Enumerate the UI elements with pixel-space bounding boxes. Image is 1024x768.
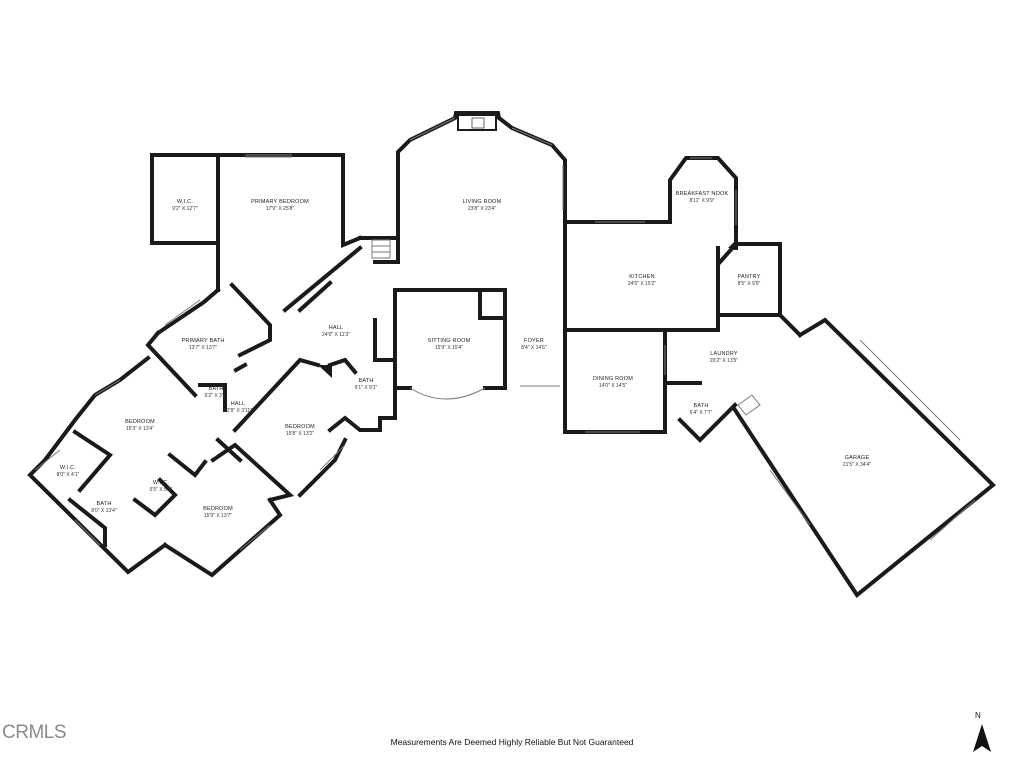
room-dimensions: 8'0" X 13'4" [91,508,117,514]
room-bath-bed1: BATH 8'0" X 13'4" [91,501,117,514]
walls-kitchen [563,156,782,432]
room-dimensions: 13'7" X 13'7" [189,345,217,351]
room-dimensions: 22'9" X 3'11" [224,408,252,414]
room-dimensions: 6'2" X 3'1" [205,393,228,399]
room-wic-primary: W.I.C. 9'2" X 12'7" [172,199,198,212]
room-label: BREAKFAST NOOK [676,191,729,197]
room-dimensions: 23'8" X 23'4" [468,206,496,212]
room-bedroom-2: BEDROOM 15'8" X 13'2" [285,424,315,437]
room-wic-bed1: W.I.C. 8'0" X 4'1" [57,465,80,478]
room-dimensions: 9'1" X 9'1" [355,385,378,391]
room-dimensions: 6'4" X 7'7" [690,410,713,416]
room-label: GARAGE [845,455,870,461]
room-garage: GARAGE 21'5" X 34'4" [843,455,871,468]
room-label: W.I.C. [177,199,193,205]
room-label: BATH [208,386,223,392]
room-dimensions: 21'5" X 34'4" [843,462,871,468]
room-wic-bed3: W.I.C. 5'5" X 5'5" [150,480,173,493]
room-dimensions: 5'5" X 5'5" [150,487,173,493]
north-arrow-icon [973,724,991,752]
room-label: DINING ROOM [593,376,633,382]
room-primary-bedroom: PRIMARY BEDROOM 17'9" X 25'8" [251,199,309,212]
room-dimensions: 8'4" X 14'6" [521,345,547,351]
room-label: W.I.C. [60,465,76,471]
room-dining-room: DINING ROOM 14'0" X 14'5" [593,376,633,389]
room-dimensions: 24'0" X 11'3" [322,332,350,338]
walls-primary-wing [150,153,363,336]
room-pantry: PANTRY 8'5" X 9'9" [737,274,760,287]
room-label: HALL [329,325,344,331]
room-bath-laundry: BATH 6'4" X 7'7" [690,403,713,416]
room-breakfast-nook: BREAKFAST NOOK 8'11" X 9'9" [676,191,729,204]
room-label: BATH [96,501,111,507]
room-label: BEDROOM [285,424,315,430]
walls-hall [198,236,400,433]
room-bedroom-1: BEDROOM 15'3" X 13'4" [125,419,155,432]
room-label: PRIMARY BATH [181,338,224,344]
room-kitchen: KITCHEN 24'5" X 15'2" [628,274,656,287]
room-label: KITCHEN [629,274,655,280]
room-label: FOYER [524,338,544,344]
room-dimensions: 8'5" X 9'9" [738,281,761,287]
room-dimensions: 8'0" X 4'1" [57,472,80,478]
room-dimensions: 17'9" X 25'8" [266,206,294,212]
room-label: BEDROOM [125,419,155,425]
room-label: BATH [693,403,708,409]
room-living-room: LIVING ROOM 23'8" X 23'4" [463,199,502,212]
room-foyer: FOYER 8'4" X 14'6" [521,338,547,351]
crmls-logo: CRMLS [2,722,67,743]
room-sitting-room: SITTING ROOM 15'9" X 15'4" [428,338,471,351]
measurement-disclaimer: Measurements Are Deemed Highly Reliable … [390,737,634,747]
room-dimensions: 14'0" X 14'5" [599,383,627,389]
room-laundry: LAUNDRY 20'2" X 13'5" [710,351,738,364]
room-label: BATH [358,378,373,384]
room-label: PANTRY [737,274,760,280]
room-dimensions: 8'11" X 9'9" [689,198,714,204]
room-primary-bath: PRIMARY BATH 13'7" X 13'7" [181,338,224,351]
room-dimensions: 15'9" X 13'7" [204,513,232,519]
room-bedroom-3: BEDROOM 15'9" X 13'7" [203,506,233,519]
walls-sitting-foyer [373,288,560,400]
room-hall-main: HALL 24'0" X 11'3" [322,325,350,338]
room-label: SITTING ROOM [428,338,471,344]
room-dimensions: 20'2" X 13'5" [710,358,738,364]
walls-garage [732,317,997,598]
north-label: N [975,711,981,720]
walls-dining-laundry [563,312,803,443]
room-bath-small: BATH 6'2" X 3'1" [205,386,228,399]
walls-bedroom-wing [27,299,348,578]
room-label: HALL [231,401,246,407]
walls-living-room [396,111,567,240]
room-label: BEDROOM [203,506,233,512]
room-label: PRIMARY BEDROOM [251,199,309,205]
room-bath-hall: BATH 9'1" X 9'1" [355,378,378,391]
room-hall-lower: HALL 22'9" X 3'11" [224,401,252,414]
room-dimensions: 15'9" X 15'4" [435,345,463,351]
room-label: W.I.C. [153,480,169,486]
room-dimensions: 24'5" X 15'2" [628,281,656,287]
room-label: LIVING ROOM [463,199,502,205]
room-dimensions: 15'3" X 13'4" [126,426,154,432]
room-label: LAUNDRY [710,351,738,357]
room-dimensions: 9'2" X 12'7" [172,206,198,212]
room-dimensions: 15'8" X 13'2" [286,431,314,437]
